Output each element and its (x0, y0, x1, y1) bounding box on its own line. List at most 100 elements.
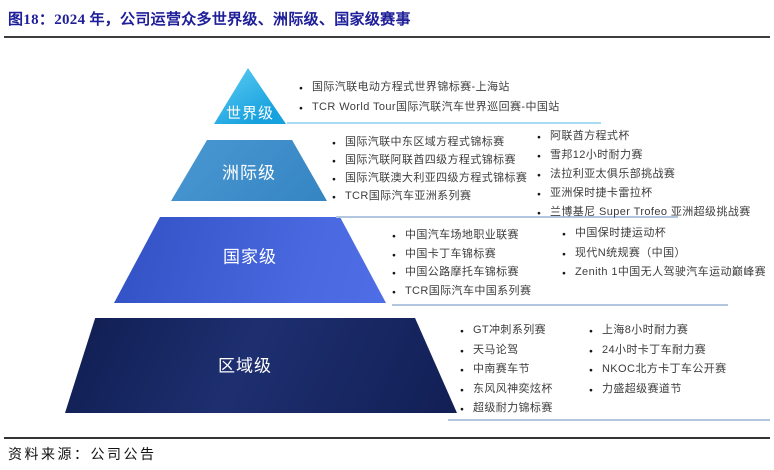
bullet-icon: ● (460, 328, 464, 335)
event-list-world: ● 国际汽联电动方程式世界锦标赛-上海站 ● TCR World Tour国际汽联汽… (299, 81, 560, 121)
bullet-icon: ● (392, 270, 396, 277)
bullet-icon: ● (537, 191, 541, 198)
event-label: TCR国际汽车亚洲系列赛 (344, 190, 472, 202)
event-item: ● 中国公路摩托车锦标赛 (392, 266, 531, 280)
bullet-icon: ● (537, 134, 541, 141)
event-item: ● TCR国际汽车中国系列赛 (392, 285, 531, 299)
bullet-icon: ● (332, 140, 336, 147)
event-label: 雪邦12小时耐力赛 (549, 149, 643, 161)
bullet-icon: ● (562, 250, 566, 258)
event-item: ● 现代N统规赛（中国） (562, 247, 766, 261)
event-item: ● 国际汽联电动方程式世界锦标赛-上海站 (299, 81, 560, 95)
bullet-icon: ● (332, 194, 336, 201)
bullet-icon: ● (332, 158, 336, 165)
event-item: ● 东风风神奕炫杯 (460, 383, 553, 397)
pyramid-level-regional: 区域级 (65, 318, 457, 413)
event-item: ● 超级耐力锦标赛 (460, 402, 553, 416)
bullet-icon: ● (299, 105, 303, 112)
event-list-regional-right: ● 上海8小时耐力赛 ● 24小时卡丁车耐力赛 ● NKOC北方卡丁车公开赛 ● 力盛超… (589, 324, 727, 402)
bullet-icon: ● (392, 288, 396, 296)
bullet-icon: ● (460, 347, 464, 355)
event-label: 国际汽联电动方程式世界锦标赛-上海站 (311, 81, 510, 93)
event-label: 国际汽联阿联酋四级方程式锦标赛 (344, 154, 516, 166)
event-label: 超级耐力锦标赛 (472, 402, 553, 414)
event-item: ● 力盛超级赛道节 (589, 383, 727, 397)
event-list-continental-left: ● 国际汽联中东区域方程式锦标赛 ● 国际汽联阿联酋四级方程式锦标赛 ● 国际汽联澳大… (332, 136, 527, 208)
title-divider (4, 36, 770, 38)
event-item: ● 天马论驾 (460, 344, 553, 358)
event-list-continental-right: ● 阿联酋方程式杯 ● 雪邦12小时耐力赛 ● 法拉利亚太俱乐部挑战赛 ● 亚洲保时捷卡… (537, 130, 751, 225)
bullet-icon: ● (460, 386, 464, 394)
level-label-regional: 区域级 (218, 356, 272, 376)
event-label: 中南赛车节 (472, 363, 530, 375)
footer-divider (4, 437, 770, 439)
bullet-icon: ● (299, 85, 303, 92)
level-label-national: 国家级 (223, 247, 277, 267)
event-label: TCR国际汽车中国系列赛 (404, 284, 532, 297)
event-label: 阿联酋方程式杯 (549, 130, 630, 142)
event-item: ● NKOC北方卡丁车公开赛 (589, 363, 727, 377)
event-list-national-left: ● 中国汽车场地职业联赛 ● 中国卡丁车锦标赛 ● 中国公路摩托车锦标赛 ● TCR国际… (392, 229, 531, 303)
event-label: 现代N统规赛（中国） (574, 246, 686, 259)
event-item: ● 国际汽联阿联酋四级方程式锦标赛 (332, 154, 527, 168)
event-item: ● 法拉利亚太俱乐部挑战赛 (537, 168, 751, 182)
separator-world (287, 122, 601, 124)
event-label: TCR World Tour国际汽联汽车世界巡回赛-中国站 (311, 101, 560, 113)
pyramid-level-world: 世界级 (214, 68, 286, 124)
event-list-regional-left: ● GT冲刺系列赛 ● 天马论驾 ● 中南赛车节 ● 东风风神奕炫杯 ● 超级耐力锦标赛 (460, 324, 553, 422)
separator-continental (336, 216, 678, 218)
event-label: 中国保时捷运动杯 (574, 227, 667, 239)
bullet-icon: ● (537, 153, 541, 160)
pyramid-level-continental: 洲际级 (171, 140, 327, 201)
level-label-world: 世界级 (225, 105, 275, 122)
bullet-icon: ● (392, 233, 396, 240)
event-item: ● 中南赛车节 (460, 363, 553, 377)
event-item: ● 上海8小时耐力赛 (589, 324, 727, 338)
event-label: 亚洲保时捷卡雷拉杯 (549, 187, 653, 199)
event-list-national-right: ● 中国保时捷运动杯 ● 现代N统规赛（中国） ● Zenith 1中国无人驾驶汽车运… (562, 227, 766, 286)
event-item: ● 24小时卡丁车耐力赛 (589, 344, 727, 358)
event-item: ● 中国卡丁车锦标赛 (392, 248, 531, 262)
event-label: 中国汽车场地职业联赛 (404, 229, 519, 241)
bullet-icon: ● (537, 172, 541, 179)
pyramid-level-national: 国家级 (114, 217, 386, 303)
bullet-icon: ● (392, 251, 396, 259)
event-item: ● TCR国际汽车亚洲系列赛 (332, 190, 527, 204)
bullet-icon: ● (589, 367, 593, 374)
bullet-icon: ● (460, 367, 464, 374)
event-item: ● Zenith 1中国无人驾驶汽车运动巅峰赛 (562, 266, 766, 280)
bullet-icon: ● (589, 347, 593, 355)
event-item: ● 国际汽联中东区域方程式锦标赛 (332, 136, 527, 150)
event-label: 国际汽联中东区域方程式锦标赛 (344, 136, 505, 148)
event-item: ● 阿联酋方程式杯 (537, 130, 751, 144)
event-label: 天马论驾 (472, 343, 519, 356)
event-label: 东风风神奕炫杯 (472, 382, 553, 395)
event-label: 法拉利亚太俱乐部挑战赛 (549, 168, 676, 180)
event-item: ● 亚洲保时捷卡雷拉杯 (537, 187, 751, 201)
event-label: NKOC北方卡丁车公开赛 (601, 363, 727, 375)
bullet-icon: ● (562, 231, 566, 238)
event-item: ● 雪邦12小时耐力赛 (537, 149, 751, 163)
bullet-icon: ● (562, 270, 566, 277)
event-item: ● 中国保时捷运动杯 (562, 227, 766, 241)
figure-title: 图18：2024 年，公司运营众多世界级、洲际级、国家级赛事 (8, 12, 411, 28)
event-label: GT冲刺系列赛 (472, 324, 547, 336)
event-label: Zenith 1中国无人驾驶汽车运动巅峰赛 (574, 266, 767, 278)
event-item: ● 国际汽联澳大利亚四级方程式锦标赛 (332, 172, 527, 186)
event-label: 国际汽联澳大利亚四级方程式锦标赛 (344, 172, 528, 184)
event-item: ● 中国汽车场地职业联赛 (392, 229, 531, 243)
event-item: ●兰博基尼 Super Trofeo 亚洲超级挑战赛 (537, 206, 751, 220)
event-label: 力盛超级赛道节 (601, 382, 682, 395)
bullet-icon: ● (589, 328, 593, 335)
bullet-icon: ● (332, 176, 336, 183)
event-label: 中国卡丁车锦标赛 (404, 247, 497, 260)
event-label: 上海8小时耐力赛 (601, 324, 689, 336)
level-label-continental: 洲际级 (222, 163, 276, 182)
event-item: ● TCR World Tour国际汽联汽车世界巡回赛-中国站 (299, 101, 560, 115)
bullet-icon: ● (460, 406, 464, 413)
event-label: 24小时卡丁车耐力赛 (601, 343, 707, 356)
source-note: 资料来源：公司公告 (8, 448, 157, 463)
bullet-icon: ● (589, 386, 593, 394)
event-label: 中国公路摩托车锦标赛 (404, 266, 519, 278)
